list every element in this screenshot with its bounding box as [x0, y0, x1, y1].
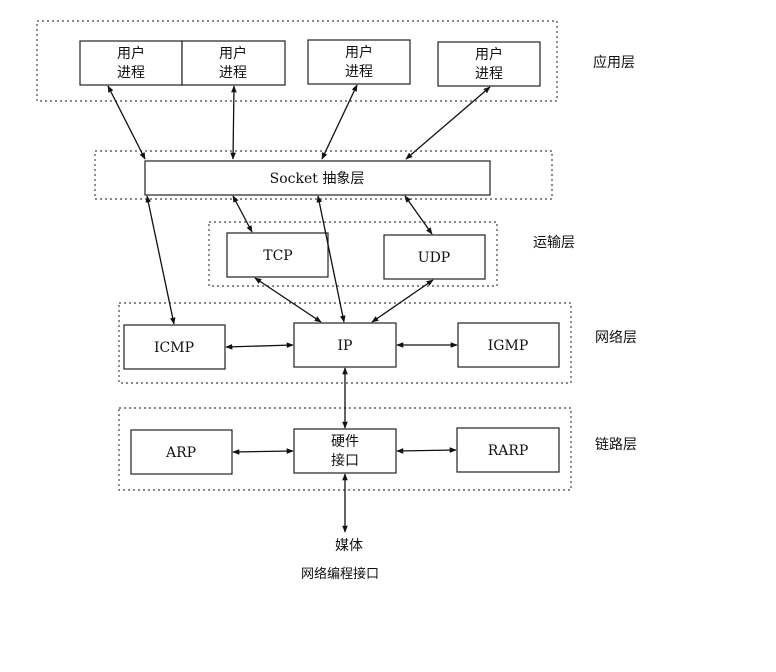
diagram-caption: 网络编程接口 [301, 566, 379, 582]
transport-layer-label: 运输层 [533, 235, 575, 251]
link-layer-label: 链路层 [595, 437, 637, 453]
application-layer-region [36, 20, 558, 102]
hardware-interface-line2: 接口 [331, 452, 359, 469]
arrow-udp-ip [371, 279, 434, 323]
transport-layer-region [208, 221, 498, 287]
rarp-label: RARP [488, 443, 529, 459]
connection-arrows [107, 84, 491, 533]
rarp-box [456, 427, 560, 473]
hardware-interface-box [293, 428, 397, 474]
arrow-socket-icmp [145, 195, 176, 325]
arrow-hardware-rarp [396, 447, 457, 454]
udp-label: UDP [418, 250, 450, 266]
igmp-box [457, 322, 560, 368]
user-process-box-3 [307, 39, 411, 85]
user-process-2-line2: 进程 [219, 65, 247, 81]
user-process-3-line1: 用户 [345, 44, 373, 61]
udp-box [383, 234, 486, 280]
ip-box [293, 322, 397, 368]
arrow-socket-udp [404, 195, 433, 235]
arrow-socket-ip [316, 195, 346, 323]
user-process-3-line2: 进程 [345, 64, 373, 80]
arrow-process4-socket [405, 86, 491, 160]
tcp-label: TCP [263, 248, 292, 264]
user-process-1-line2: 进程 [117, 65, 145, 81]
media-label: 媒体 [335, 538, 363, 554]
application-layer-label: 应用层 [593, 54, 635, 71]
network-layer-label: 网络层 [595, 330, 637, 346]
icmp-box [123, 324, 226, 370]
hardware-interface-line1: 硬件 [331, 434, 359, 450]
arrow-tcp-ip [254, 277, 322, 323]
arrow-process3-socket [321, 84, 358, 160]
arp-box [130, 429, 233, 475]
icmp-label: ICMP [154, 340, 194, 356]
ip-label: IP [338, 338, 353, 354]
arrow-socket-tcp [232, 195, 253, 233]
tcp-box [226, 232, 329, 278]
user-process-4-line1: 用户 [475, 46, 503, 63]
socket-layer-label: Socket 抽象层 [270, 171, 365, 187]
socket-layer-box [144, 160, 491, 196]
user-process-2-line1: 用户 [219, 45, 247, 62]
user-process-4-line2: 进程 [475, 66, 503, 82]
arrow-process2-socket [230, 85, 237, 160]
user-process-box-4 [437, 41, 541, 87]
arrow-icmp-ip [225, 342, 294, 350]
igmp-label: IGMP [488, 338, 528, 354]
arp-label: ARP [165, 445, 196, 461]
user-process-box-2 [181, 40, 286, 86]
arrow-process1-socket [107, 85, 146, 160]
arrow-arp-hardware [232, 448, 294, 455]
user-process-1-line1: 用户 [117, 45, 145, 62]
user-process-box-1 [79, 40, 183, 86]
socket-layer-region [94, 150, 553, 200]
